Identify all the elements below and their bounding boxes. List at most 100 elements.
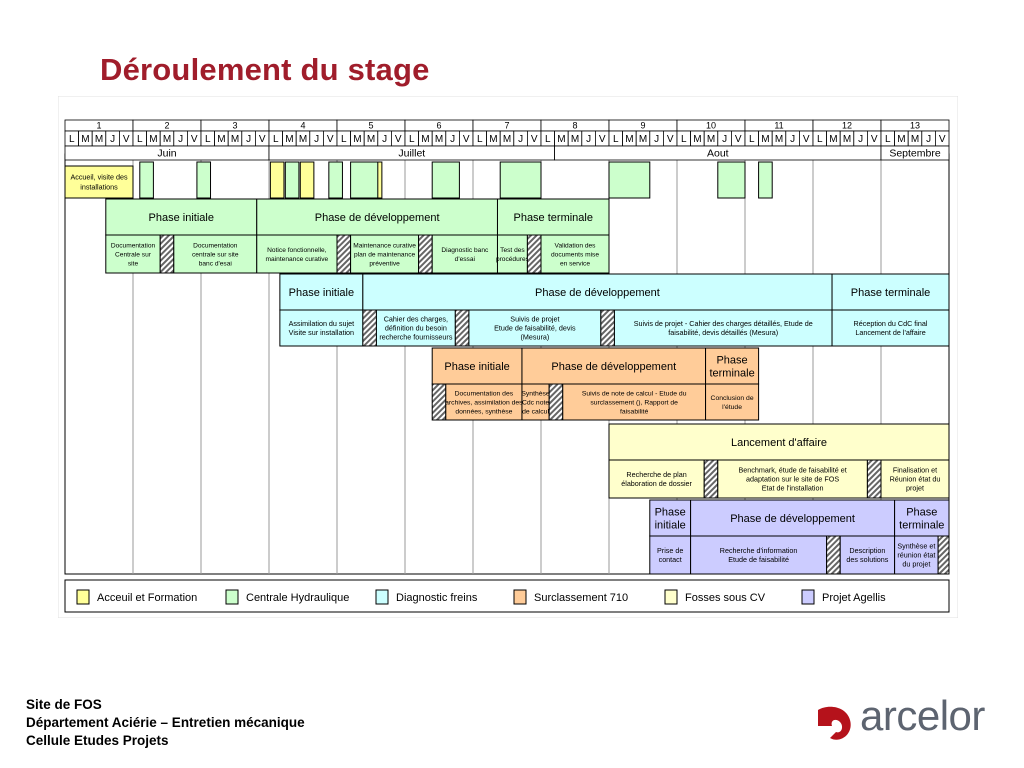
month-name: Juin: [157, 148, 176, 160]
training-day-bar: [499, 161, 542, 199]
hydraulique-phase-label: Phase de développement: [315, 212, 440, 224]
day-letter: J: [654, 134, 659, 145]
day-letter: M: [435, 134, 443, 145]
day-letter: J: [110, 134, 115, 145]
surclassement-phase-label: Phase de développement: [551, 361, 676, 373]
fosses-phase-label: Lancement d'affaire: [731, 437, 827, 449]
freins-phase-label: Phase terminale: [851, 287, 931, 299]
legend-swatch: [664, 589, 678, 605]
surclassement-task: [521, 383, 550, 421]
day-letter: V: [123, 134, 130, 145]
surclassement-task: [705, 383, 760, 421]
day-letter: M: [761, 134, 769, 145]
hatched-separator: [866, 459, 882, 499]
accueil-bar: [64, 165, 134, 199]
day-letter: J: [246, 134, 251, 145]
week-number: 3: [232, 121, 237, 131]
week-number: 4: [300, 121, 305, 131]
legend-swatch: [225, 589, 239, 605]
fosses-task: [880, 459, 950, 499]
week-number: 8: [572, 121, 577, 131]
training-day-bar: [139, 161, 154, 199]
day-letter: M: [217, 134, 225, 145]
legend-label: Projet Agellis: [822, 592, 886, 604]
day-letter: M: [489, 134, 497, 145]
fosses-task: [717, 459, 868, 499]
day-letter: M: [81, 134, 89, 145]
hydraulique-phase-label: Phase initiale: [149, 212, 214, 224]
hatched-separator: [336, 234, 352, 274]
day-letter: M: [775, 134, 783, 145]
day-letter: M: [503, 134, 511, 145]
hatched-separator: [159, 234, 175, 274]
training-day-bar: [758, 161, 773, 199]
day-letter: J: [450, 134, 455, 145]
day-letter: L: [613, 134, 619, 145]
legend-swatch: [76, 589, 90, 605]
week-number: 9: [640, 121, 645, 131]
day-letter: V: [463, 134, 470, 145]
month-name: Aout: [707, 148, 729, 160]
hydraulique-task: [540, 234, 610, 274]
freins-phase-1: [279, 273, 364, 311]
day-letter: M: [911, 134, 919, 145]
legend-swatch: [375, 589, 389, 605]
day-letter: M: [829, 134, 837, 145]
arcelor-logo-mark: [818, 706, 851, 740]
agellis-task: [690, 535, 828, 575]
hydraulique-task-label: Notice fonctionnelle,maintenance curativ…: [266, 247, 329, 263]
day-letter: V: [871, 134, 878, 145]
day-letter: M: [95, 134, 103, 145]
hydraulique-task: [496, 234, 528, 274]
day-letter: J: [926, 134, 931, 145]
day-letter: M: [639, 134, 647, 145]
hydraulique-phase-1: [105, 198, 258, 236]
agellis-task: [839, 535, 896, 575]
week-number: 2: [164, 121, 169, 131]
surclassement-task: [445, 383, 523, 421]
day-letter: M: [557, 134, 565, 145]
day-letter: L: [477, 134, 483, 145]
freins-phase-label: Phase de développement: [535, 287, 660, 299]
training-day-bar: [269, 161, 285, 199]
legend-label: Diagnostic freins: [396, 592, 478, 604]
day-letter: V: [531, 134, 538, 145]
freins-task: [831, 309, 950, 347]
day-letter: M: [571, 134, 579, 145]
legend-label: Centrale Hydraulique: [246, 592, 349, 604]
day-letter: L: [817, 134, 823, 145]
training-day-bar: [717, 161, 746, 199]
hydraulique-task: [431, 234, 498, 274]
legend-label: Acceuil et Formation: [97, 592, 197, 604]
day-letter: J: [382, 134, 387, 145]
day-letter: L: [885, 134, 891, 145]
day-letter: M: [149, 134, 157, 145]
day-letter: V: [191, 134, 198, 145]
agellis-task: [894, 535, 939, 575]
day-letter: J: [722, 134, 727, 145]
day-letter: M: [625, 134, 633, 145]
hydraulique-task: [105, 234, 161, 274]
day-letter: L: [749, 134, 755, 145]
day-letter: J: [858, 134, 863, 145]
day-letter: M: [299, 134, 307, 145]
agellis-phase-3: [894, 499, 950, 537]
surclassement-task: [562, 383, 707, 421]
fosses-phase-1: [608, 423, 950, 461]
hatched-separator: [362, 309, 377, 347]
hatched-separator: [826, 535, 841, 575]
